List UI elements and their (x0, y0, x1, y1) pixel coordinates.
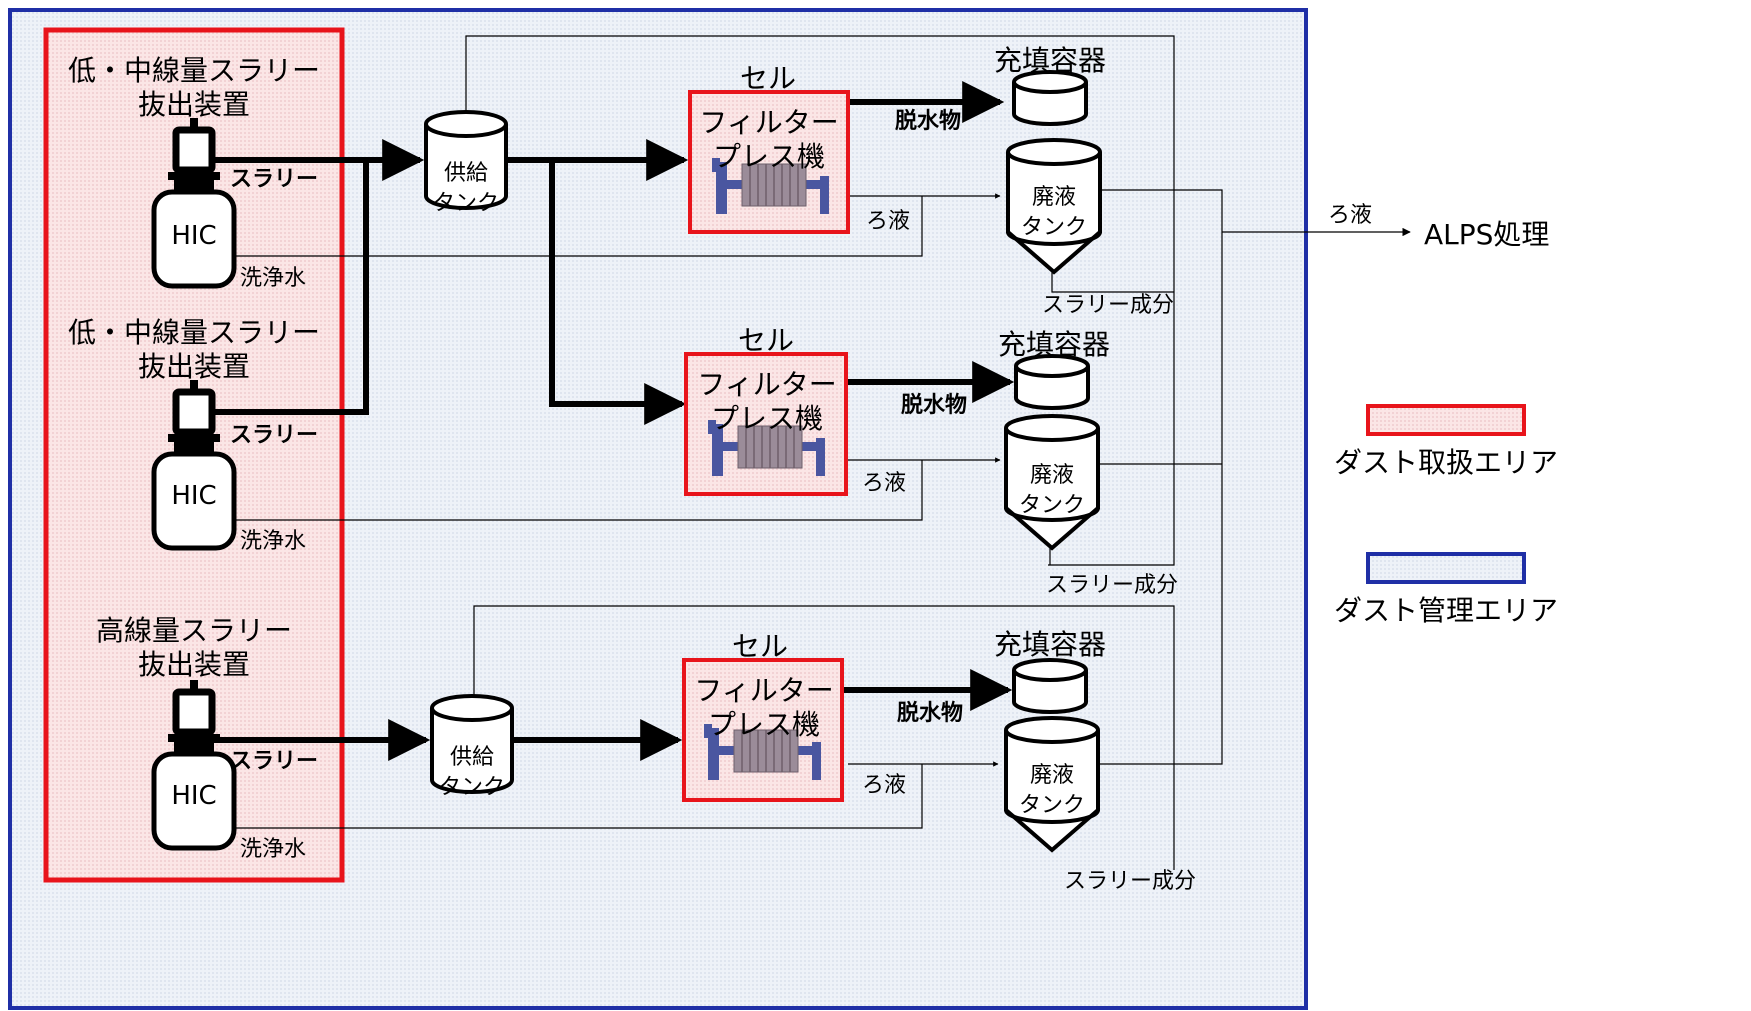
legend-swatch-dust-control (1366, 552, 1526, 584)
dewatered-label-2: 脱水物 (901, 392, 967, 418)
container-label-1: 充填容器 (994, 44, 1106, 77)
legend-label-dust-handling: ダスト取扱エリア (1334, 446, 1558, 479)
container-label-3: 充填容器 (994, 628, 1106, 661)
extraction-title-2b: 抜出装置 (138, 350, 250, 383)
slurry-component-1: スラリー成分 (1042, 293, 1174, 318)
slurry-label-1: スラリー (230, 167, 318, 192)
wash-label-1: 洗浄水 (240, 266, 306, 291)
filtrate-label-1: ろ液 (866, 209, 910, 234)
cell-label-3: セル (732, 630, 788, 663)
thin-lines (234, 35, 1411, 870)
output-destination: ALPS処理 (1424, 218, 1549, 251)
slurry-label-2: スラリー (230, 423, 318, 448)
cell-label-1: セル (740, 62, 796, 95)
container-label-2: 充填容器 (998, 328, 1110, 361)
extraction-title-1b: 抜出装置 (138, 88, 250, 121)
hic-label-1: HIC (171, 221, 216, 251)
thick-lines (214, 81, 1015, 761)
waste-1-line1: 廃液 (1032, 185, 1076, 210)
filling-container-1 (1012, 70, 1088, 126)
waste-3-line2: タンク (1019, 793, 1085, 818)
dewatered-label-1: 脱水物 (895, 108, 961, 134)
cell-label-2: セル (738, 324, 794, 357)
hic-label-2: HIC (171, 481, 216, 511)
supply-tank-1-line1: 供給 (444, 161, 488, 186)
press-2-line2: プレス機 (711, 402, 823, 435)
filtrate-label-3: ろ液 (862, 773, 906, 798)
press-3-line2: プレス機 (708, 708, 820, 741)
slurry-label-3: スラリー (230, 749, 318, 774)
supply-tank-1-line2: タンク (433, 191, 499, 216)
extraction-title-3a: 高線量スラリー (96, 614, 292, 647)
filtrate-label-2: ろ液 (862, 471, 906, 496)
legend-label-dust-control: ダスト管理エリア (1334, 594, 1558, 627)
press-1-line2: プレス機 (713, 140, 825, 173)
wash-label-3: 洗浄水 (240, 837, 306, 862)
press-1-line1: フィルター (699, 106, 838, 139)
output-filtrate-label: ろ液 (1328, 203, 1372, 228)
extraction-title-2a: 低・中線量スラリー (68, 316, 320, 349)
supply-tank-2-line2: タンク (439, 775, 505, 800)
waste-1-line2: タンク (1021, 215, 1087, 240)
extraction-title-3b: 抜出装置 (138, 648, 250, 681)
press-2-line1: フィルター (697, 368, 836, 401)
wash-label-2: 洗浄水 (240, 529, 306, 554)
press-3-line1: フィルター (694, 674, 833, 707)
slurry-component-3: スラリー成分 (1064, 869, 1196, 894)
dewatered-label-3: 脱水物 (897, 700, 963, 726)
hic-label-3: HIC (171, 781, 216, 811)
filling-container-3 (1012, 658, 1088, 714)
extraction-title-1a: 低・中線量スラリー (68, 54, 320, 87)
waste-2-line2: タンク (1019, 493, 1085, 518)
legend-swatch-dust-handling (1366, 404, 1526, 436)
filling-container-2 (1014, 354, 1090, 410)
supply-tank-2-line1: 供給 (450, 745, 494, 770)
waste-2-line1: 廃液 (1030, 463, 1074, 488)
waste-3-line1: 廃液 (1030, 763, 1074, 788)
slurry-component-2: スラリー成分 (1046, 573, 1178, 598)
